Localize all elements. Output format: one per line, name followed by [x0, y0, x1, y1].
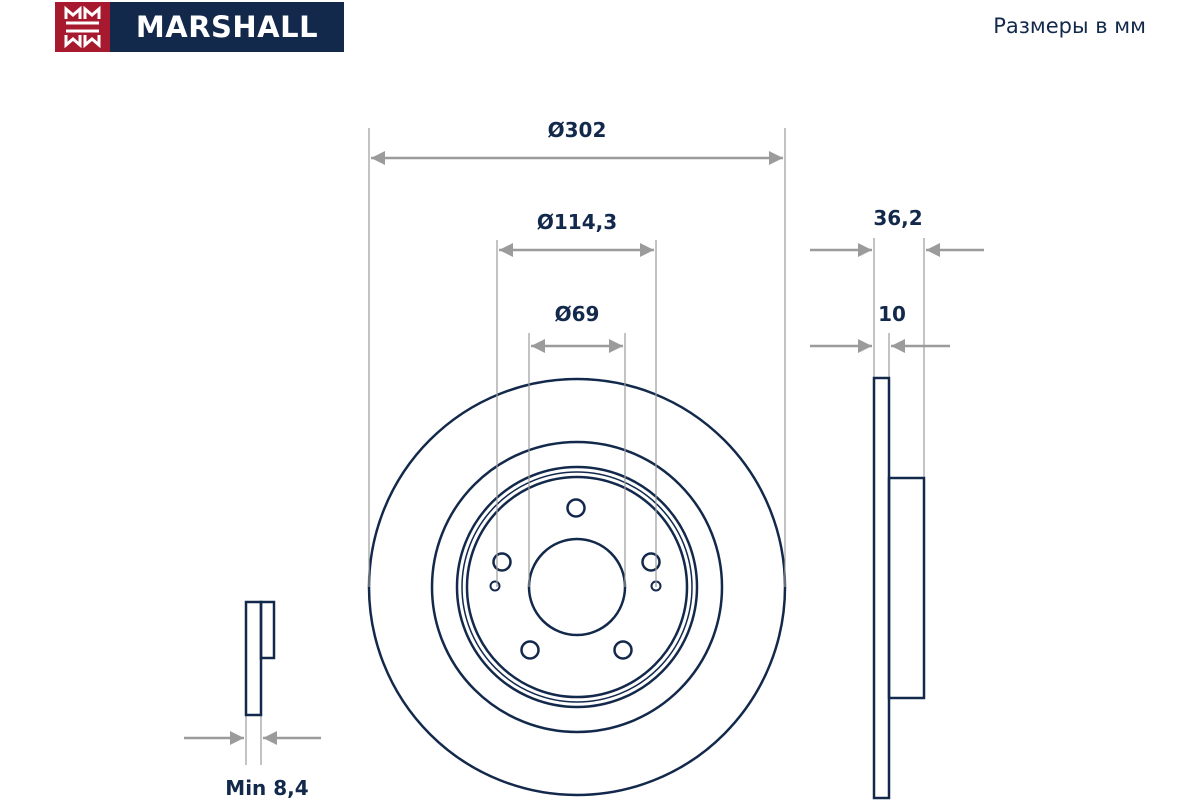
bolt-hole [613, 640, 633, 660]
label-total-height: 36,2 [873, 206, 922, 230]
hat-inner-edge [465, 475, 689, 699]
hat-outer-edge [455, 465, 699, 709]
min-thickness-section [244, 600, 276, 717]
disc-front-view [367, 377, 787, 797]
dimension-lines [184, 151, 984, 745]
disc-profile-hat [887, 476, 926, 700]
bolt-hole [566, 498, 586, 518]
bolt-hole [641, 552, 661, 572]
locating-hole [489, 580, 501, 592]
brand-name: MARSHALL [110, 2, 344, 52]
bolt-hole [492, 552, 512, 572]
disc-profile-friction-ring [872, 376, 891, 800]
min-section-step [259, 600, 276, 660]
units-note: Размеры в мм [993, 14, 1146, 38]
hat-groove [461, 471, 693, 703]
marshall-logo: MARSHALL [55, 2, 344, 52]
label-center-bore-diameter: Ø69 [555, 302, 600, 326]
disc-side-view [872, 376, 926, 800]
min-section-disc [244, 600, 263, 717]
logo-mark-icon [55, 2, 110, 52]
bolt-hole [520, 640, 540, 660]
extension-lines [245, 128, 925, 765]
friction-ring-inner-edge [430, 440, 724, 734]
label-bolt-circle-diameter: Ø114,3 [537, 210, 617, 234]
label-disc-thickness: 10 [878, 302, 906, 326]
label-min-thickness: Min 8,4 [225, 776, 308, 800]
label-outer-diameter: Ø302 [548, 118, 607, 142]
center-bore [527, 537, 627, 637]
